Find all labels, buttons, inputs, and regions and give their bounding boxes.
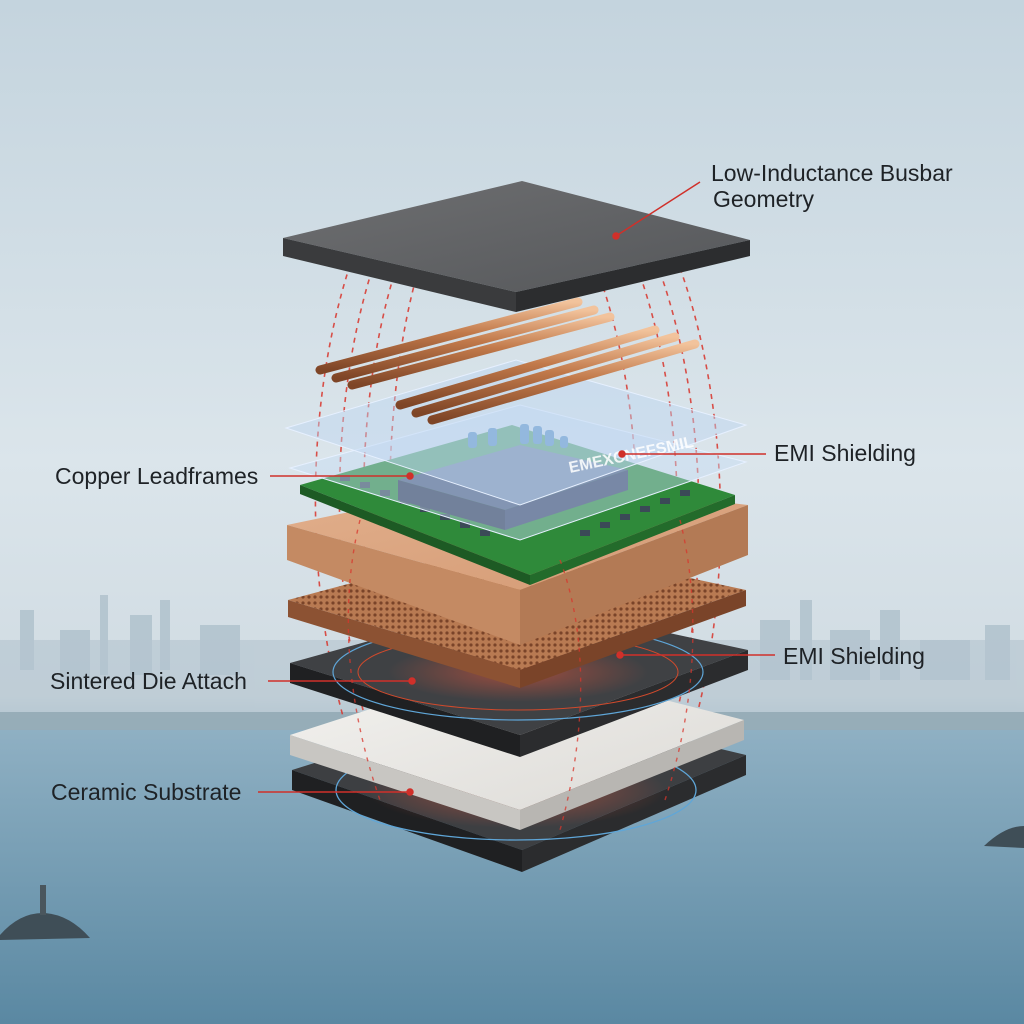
label-emi-shielding-top: EMI Shielding (774, 440, 916, 466)
rod-group-front (395, 325, 700, 425)
rod-group-back (315, 297, 615, 390)
red-dot-icon (616, 651, 624, 659)
red-dot-icon (406, 788, 414, 796)
label-busbar-line2: Geometry (713, 186, 814, 212)
red-dot-icon (612, 232, 620, 240)
emi-shield-sheets: EMEXCNEFSMIL (284, 359, 748, 541)
label-sintered-die-attach: Sintered Die Attach (50, 668, 247, 694)
field-lines-front (347, 519, 694, 831)
busbar-plate (283, 181, 750, 312)
label-copper-leadframes: Copper Leadframes (55, 463, 259, 489)
leader-lines (258, 181, 775, 796)
copper-leadframes (315, 297, 700, 425)
label-ceramic-substrate: Ceramic Substrate (51, 779, 242, 805)
label-emi-shielding-mid: EMI Shielding (783, 643, 925, 669)
label-low-inductance-busbar: Low-Inductance Busbar Geometry (711, 160, 953, 212)
rock-left (0, 912, 90, 940)
semiconductor-die (398, 445, 628, 530)
red-dot-icon (408, 677, 416, 685)
capacitors (468, 424, 568, 448)
red-dot-icon (618, 450, 626, 458)
lighthouse (40, 885, 46, 915)
red-dot-icon (406, 472, 414, 480)
label-busbar-line1: Low-Inductance Busbar (711, 160, 953, 186)
leader-busbar (615, 181, 701, 237)
rock-right (984, 826, 1024, 848)
